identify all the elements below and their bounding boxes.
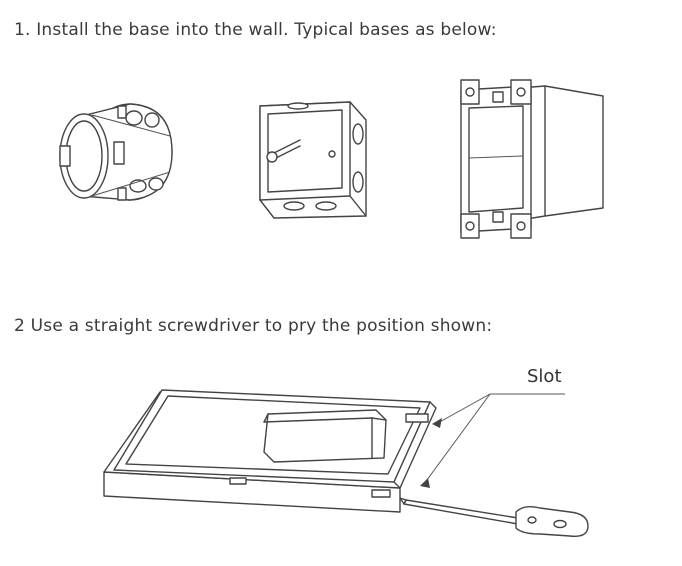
panel-screwdriver-icon bbox=[100, 362, 595, 542]
step-2-text: 2 Use a straight screwdriver to pry the … bbox=[14, 316, 493, 336]
square-box-icon bbox=[250, 96, 380, 221]
slot-label: Slot bbox=[527, 366, 562, 387]
round-box-icon bbox=[52, 96, 182, 216]
step-1-text: 1. Install the base into the wall. Typic… bbox=[14, 20, 497, 40]
rectangular-box-icon bbox=[455, 78, 615, 248]
